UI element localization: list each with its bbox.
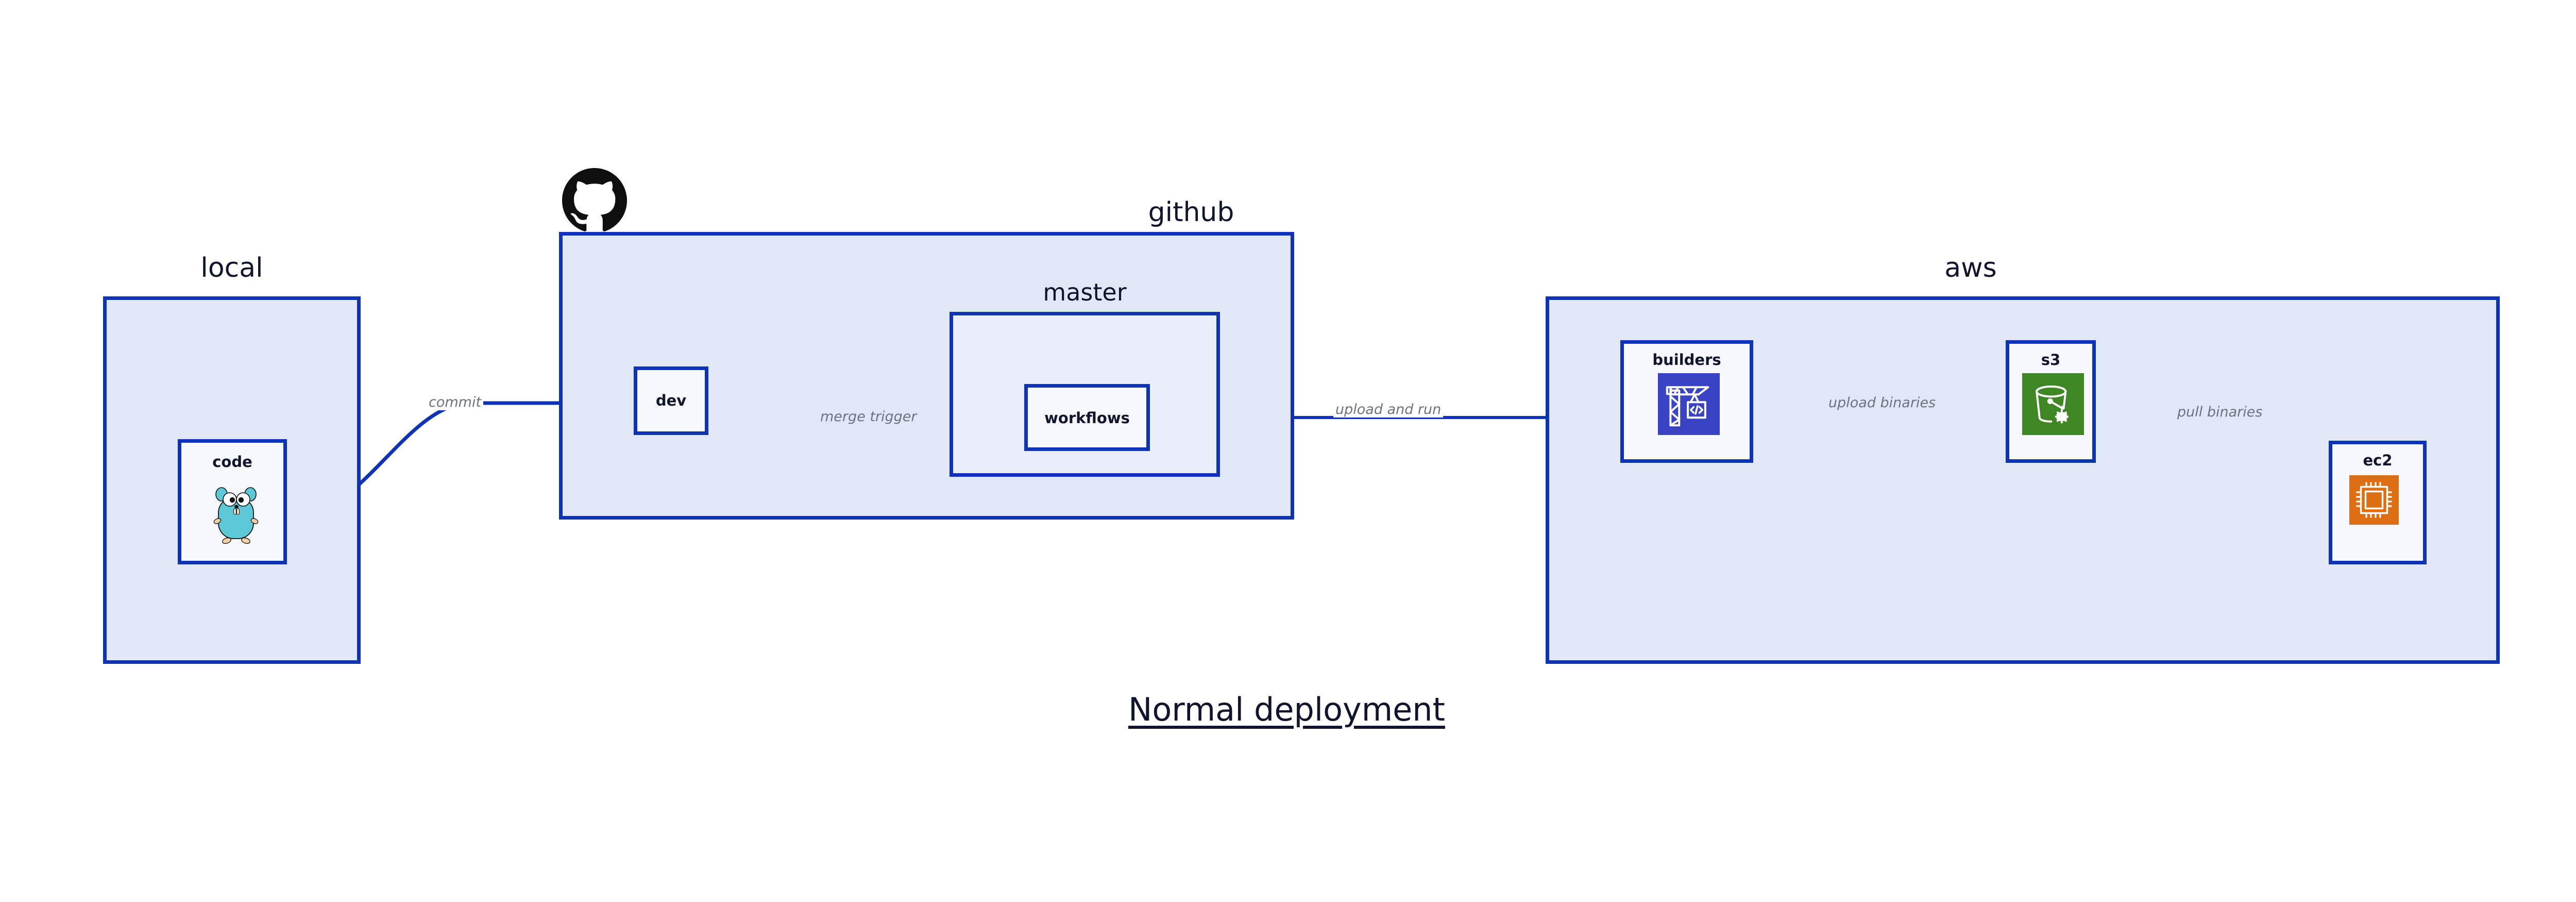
node-ec2[interactable]: ec2 — [2329, 441, 2427, 564]
go-gopher-icon — [213, 487, 259, 544]
edge-label-upload-binaries: upload binaries — [1828, 395, 1936, 411]
group-title-github: github — [1148, 197, 1234, 228]
edge-label-merge-trigger: merge trigger — [820, 409, 917, 425]
node-code[interactable]: code — [178, 439, 287, 564]
edge-label-upload-and-run: upload and run — [1333, 402, 1444, 417]
group-title-local: local — [200, 253, 263, 283]
subgroup-title-master: master — [1043, 278, 1127, 306]
diagram-caption: Normal deployment — [1128, 691, 1445, 728]
aws-s3-glacier-bucket-icon — [2022, 373, 2084, 435]
node-dev-label: dev — [655, 392, 687, 409]
node-ec2-label: ec2 — [2363, 452, 2393, 469]
node-dev[interactable]: dev — [634, 366, 708, 435]
node-s3-label: s3 — [2041, 351, 2061, 369]
edge-label-commit: commit — [427, 395, 484, 410]
aws-ec2-chip-icon — [2349, 475, 2399, 525]
github-octocat-icon — [562, 168, 627, 231]
node-s3[interactable]: s3 — [2006, 340, 2096, 463]
node-workflows[interactable]: workflows — [1024, 384, 1150, 451]
node-workflows-label: workflows — [1044, 409, 1130, 427]
node-code-label: code — [212, 453, 252, 471]
aws-crane-builders-icon — [1658, 373, 1720, 435]
node-builders[interactable]: builders — [1620, 340, 1753, 463]
node-builders-label: builders — [1652, 351, 1721, 369]
edge-label-pull-binaries: pull binaries — [2177, 404, 2263, 420]
group-title-aws: aws — [1944, 253, 1997, 283]
